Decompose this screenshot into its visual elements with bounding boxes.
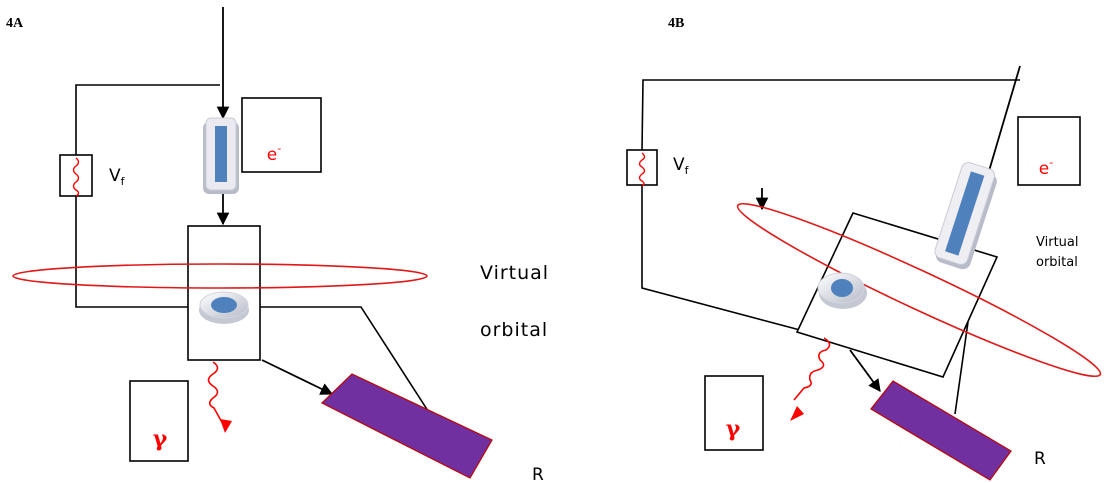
receiver-plate xyxy=(320,373,493,479)
receiver-wire xyxy=(260,306,431,415)
orbital-label-line1: Virtual xyxy=(480,262,549,284)
electron-label: e- xyxy=(1039,156,1053,179)
photon-arrowhead xyxy=(220,419,232,433)
electron-box xyxy=(1017,116,1081,186)
gamma-label: γ xyxy=(153,426,168,452)
atom-disc xyxy=(817,272,867,309)
receiver-label: R xyxy=(1034,449,1046,469)
virtual-orbital-ellipse xyxy=(736,202,1102,378)
panel-b-label: 4B xyxy=(668,16,684,31)
scatter-arrow xyxy=(261,359,334,395)
electron-emitter xyxy=(203,117,239,194)
circuit-wire-lower xyxy=(75,196,190,308)
orbital-label-line2: orbital xyxy=(1036,255,1078,270)
photon-wave xyxy=(207,361,225,427)
scatter-arrow xyxy=(849,349,881,393)
filament-voltage-source xyxy=(626,149,658,187)
panel-4b: 4B Vf e- xyxy=(626,16,1102,481)
electron-emitter xyxy=(934,161,997,270)
panel-a-label: 4A xyxy=(6,16,24,31)
circuit-wire xyxy=(75,84,220,155)
gamma-label: γ xyxy=(726,416,741,442)
photon-arrowhead xyxy=(790,406,804,421)
panel-4a: 4A Vf e- xyxy=(6,7,549,483)
gamma-box xyxy=(129,380,189,462)
receiver-plate xyxy=(870,380,1012,481)
circuit-wire xyxy=(641,79,1020,151)
orbital-label-line1: Virtual xyxy=(1036,235,1078,250)
electron-box xyxy=(241,97,322,173)
virtual-orbital-ellipse xyxy=(12,263,428,289)
electron-label: e- xyxy=(267,142,281,165)
receiver-label: R xyxy=(532,465,544,483)
receiver-wire xyxy=(954,321,969,415)
filament-voltage-source xyxy=(59,154,93,197)
circuit-wire-lower xyxy=(641,185,801,331)
voltage-label: Vf xyxy=(673,155,690,177)
atom-disc xyxy=(199,291,249,324)
incoming-arrow xyxy=(981,65,1021,190)
voltage-label: Vf xyxy=(109,166,126,188)
gamma-box xyxy=(704,375,764,451)
orbital-label-line2: orbital xyxy=(480,319,548,341)
photon-wave xyxy=(793,337,831,401)
